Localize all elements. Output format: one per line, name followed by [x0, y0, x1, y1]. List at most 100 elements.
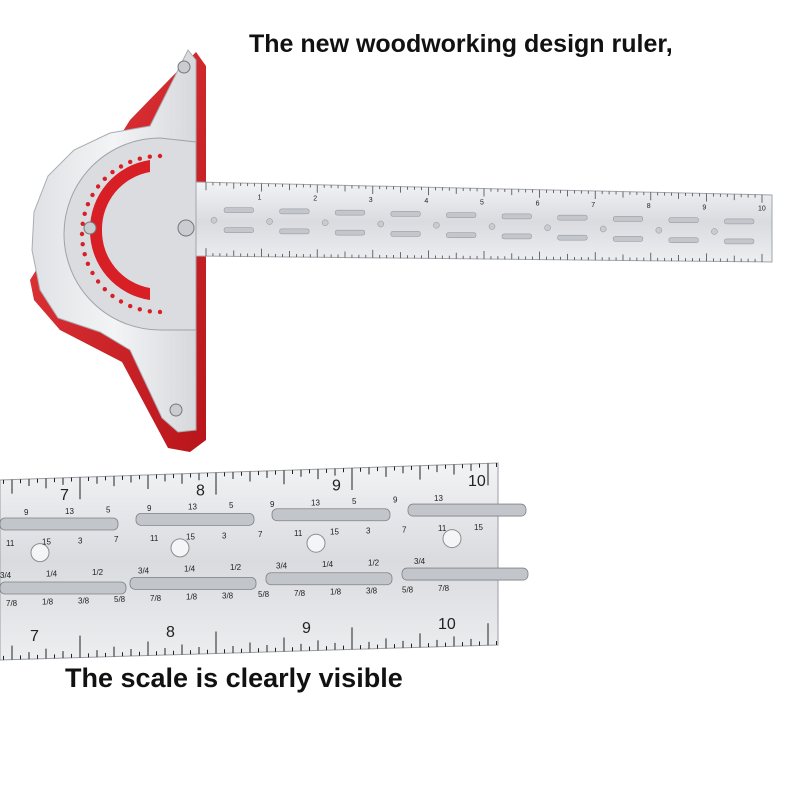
degree-holes	[79, 153, 163, 315]
sixteenths-label: 15	[330, 528, 339, 537]
blade-slot-upper	[223, 207, 254, 213]
closeup-holes	[30, 529, 462, 563]
closeup-bottom-number: 7	[30, 628, 39, 645]
fraction-label: 7/8	[294, 589, 306, 598]
sixteenths-label: 11	[150, 534, 159, 543]
degree-hole	[102, 176, 108, 181]
degree-hole	[90, 192, 95, 198]
fraction-label: 3/4	[0, 571, 12, 580]
blade-slot-lower	[223, 227, 254, 233]
sixteenths-label: 9	[270, 500, 275, 509]
closeup-top-number: 7	[60, 487, 69, 504]
fraction-label: 3/4	[138, 566, 150, 575]
closeup-ticks	[3, 463, 497, 660]
blade-slot-lower	[334, 229, 366, 236]
blade-hole	[711, 228, 718, 235]
sixteenths-label: 3	[222, 531, 227, 540]
closeup-slot-lower	[401, 567, 529, 581]
sixteenths-label: 13	[434, 494, 443, 503]
sixteenths-label: 9	[393, 496, 398, 505]
fraction-label: 5/8	[258, 590, 270, 599]
blade-ticks	[205, 182, 763, 262]
screw-top	[177, 60, 191, 74]
fraction-label: 5/8	[114, 595, 126, 604]
degree-hole	[137, 156, 142, 161]
degree-hole	[118, 164, 124, 169]
blade-slot-upper	[612, 216, 644, 222]
red-arc-slot	[89, 160, 150, 300]
blade-number: 8	[647, 203, 651, 210]
degree-hole	[110, 169, 115, 175]
blade-slot-upper	[334, 209, 366, 216]
closeup-slot-lower	[0, 581, 127, 595]
fraction-label: 5/8	[402, 585, 414, 594]
degree-hole	[95, 279, 101, 284]
fraction-label: 7/8	[438, 584, 450, 593]
degree-hole	[85, 202, 91, 207]
closeup-top-number: 8	[196, 482, 205, 499]
blade-number: 10	[758, 206, 766, 213]
blade-slot-lower	[390, 231, 421, 237]
degree-hole	[147, 309, 152, 314]
degree-hole	[102, 287, 108, 292]
blade-number: 1	[258, 194, 262, 201]
screw-bottom	[169, 403, 183, 417]
closeup-hole	[442, 529, 462, 549]
closeup-bottom-number: 10	[438, 616, 456, 633]
degree-hole	[82, 252, 87, 257]
sixteenths-label: 3	[366, 527, 371, 536]
blade-slot-lower	[668, 237, 699, 243]
fraction-label: 3/8	[222, 591, 234, 600]
blade-slot-upper	[279, 208, 310, 215]
blade-hole	[266, 218, 273, 225]
blade-hole	[321, 219, 329, 226]
fraction-label: 1/2	[230, 563, 242, 572]
fraction-label: 1/2	[368, 558, 380, 567]
degree-hole	[79, 231, 85, 237]
sixteenths-label: 9	[24, 508, 29, 517]
sixteenths-label: 7	[258, 530, 263, 539]
blade-hole	[433, 221, 440, 229]
degree-hole	[128, 303, 133, 309]
blade-slot-lower	[557, 234, 588, 241]
sixteenths-label: 13	[188, 503, 197, 512]
blade-slot-upper	[390, 211, 421, 217]
sixteenths-label: 11	[6, 539, 15, 548]
degree-hole	[85, 261, 91, 266]
blade-number: 3	[369, 197, 373, 204]
sixteenths-label: 5	[229, 501, 234, 510]
blade-hole	[655, 227, 663, 234]
fraction-label: 1/8	[42, 598, 54, 607]
fraction-label: 3/8	[366, 587, 378, 596]
blade-number: 5	[480, 199, 484, 206]
closeup-slot-upper	[271, 508, 391, 522]
blade-hole	[599, 225, 607, 233]
blade-number: 2	[313, 196, 317, 203]
closeup-slot-upper	[0, 517, 119, 531]
closeup-slot-lower	[129, 576, 257, 590]
closeup-bottom-number: 9	[302, 620, 311, 637]
fraction-label: 1/4	[322, 560, 334, 569]
degree-hole	[90, 270, 95, 276]
blade-slot-lower	[612, 236, 644, 242]
blade-slot-lower	[446, 232, 477, 238]
headline-caption: The new woodworking design ruler,	[249, 30, 673, 58]
sixteenths-label: 15	[42, 538, 51, 547]
blade-number: 9	[702, 204, 706, 211]
fraction-label: 3/4	[414, 557, 426, 566]
ruler-blade	[195, 181, 773, 263]
sixteenths-label: 9	[147, 504, 152, 513]
blade-slot-upper	[446, 212, 477, 218]
subline-caption: The scale is clearly visible	[65, 663, 403, 693]
fraction-label: 3/4	[276, 562, 288, 571]
sixteenths-label: 11	[438, 524, 447, 533]
fraction-label: 1/8	[186, 593, 198, 602]
sixteenths-label: 13	[65, 507, 74, 516]
closeup-hole	[306, 533, 326, 553]
screw-pivot	[177, 219, 195, 237]
closeup-slot-upper	[135, 512, 255, 526]
closeup-hole	[30, 543, 50, 563]
fraction-label: 7/8	[6, 599, 18, 608]
blade-slot-lower	[724, 238, 755, 245]
